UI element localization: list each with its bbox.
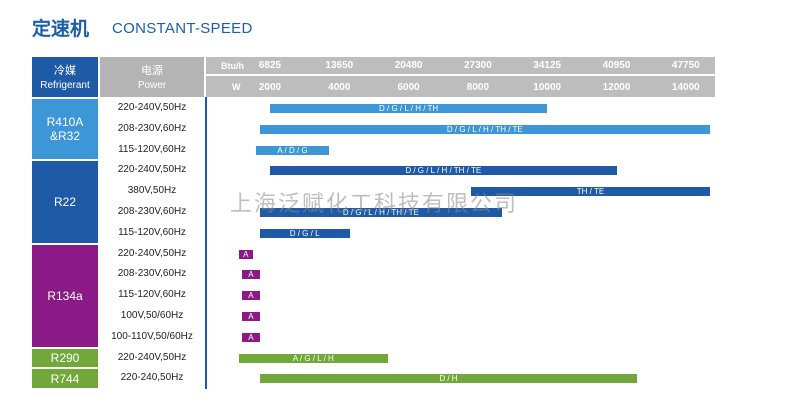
power-header-en: Power xyxy=(137,80,167,91)
power-label: 220-240V,50Hz xyxy=(117,164,187,176)
range-bar: A xyxy=(242,270,260,280)
power-label: 220-240V,50Hz xyxy=(117,102,187,113)
tick-w: 2000 xyxy=(258,82,282,93)
tick-w: 14000 xyxy=(671,82,700,93)
range-bar: D / H xyxy=(259,374,638,384)
page-subtitle: CONSTANT-SPEED xyxy=(112,20,253,37)
range-bar: A / D / G xyxy=(256,145,329,155)
power-label: 115-120V,60Hz xyxy=(118,226,186,238)
tick-btu: 47750 xyxy=(671,60,700,71)
range-bar: D / G / L / H / TH xyxy=(270,104,548,113)
range-bar: A / G / L / H xyxy=(238,353,388,363)
power-label: 208-230V,60Hz xyxy=(117,206,187,217)
range-bar: TH / TE xyxy=(470,187,711,197)
power-label: 380V,50Hz xyxy=(127,185,177,197)
page-title: 定速机 xyxy=(32,18,90,40)
range-bar: D / G / L / H / TH / TE xyxy=(259,208,503,217)
range-bar: A xyxy=(242,312,260,321)
w-unit-label: W xyxy=(232,82,241,92)
power-header: 电源 Power xyxy=(100,57,204,97)
refrigerant-cell: R134a xyxy=(32,244,98,347)
watermark: 上海泛赋化工科技有限公司 xyxy=(230,192,519,217)
refrigerant-header-en: Refrigerant xyxy=(40,80,90,91)
refrigerant-header: 冷媒 Refrigerant xyxy=(32,57,98,97)
range-bar: D / G / L / H / TH / TE xyxy=(270,166,617,176)
refrigerant-cell: R290 xyxy=(32,348,98,368)
tick-btu: 20480 xyxy=(394,60,423,71)
power-label: 100-110V,50/60Hz xyxy=(111,330,193,342)
range-bar: A xyxy=(242,332,260,342)
tick-w: 10000 xyxy=(533,82,562,93)
scale-header xyxy=(206,57,715,97)
tick-w: 6000 xyxy=(397,82,420,93)
tick-w: 4000 xyxy=(328,82,351,93)
scale-divider xyxy=(206,74,715,76)
power-header-cn: 电源 xyxy=(141,65,163,77)
axis-line xyxy=(205,97,207,389)
power-label: 208-230V,60Hz xyxy=(117,268,187,280)
tick-btu: 40950 xyxy=(602,60,631,71)
power-label: 208-230V,60Hz xyxy=(117,122,187,134)
power-label: 220-240V,50Hz xyxy=(117,247,187,259)
refrigerant-cell: R744 xyxy=(32,369,98,389)
refrigerant-header-cn: 冷媒 xyxy=(54,65,76,77)
power-label: 100V,50/60Hz xyxy=(120,310,184,321)
range-bar: D / G / L / H / TH / TE xyxy=(259,124,711,134)
refrigerant-cell: R410A &R32 xyxy=(32,99,98,160)
refrigerant-cell: R22 xyxy=(32,161,98,243)
tick-btu: 6825 xyxy=(258,60,282,71)
range-bar: A xyxy=(242,291,260,301)
power-label: 220-240V,50Hz xyxy=(117,351,187,363)
tick-btu: 27300 xyxy=(463,60,492,71)
range-bar: A xyxy=(238,249,253,259)
power-label: 115-120V,60Hz xyxy=(118,289,186,301)
tick-btu: 13650 xyxy=(325,60,354,71)
tick-w: 12000 xyxy=(602,82,631,93)
range-bar: D / G / L xyxy=(259,228,350,238)
tick-btu: 34125 xyxy=(533,60,562,71)
btu-unit-label: Btu/h xyxy=(221,61,244,71)
power-label: 220-240,50Hz xyxy=(120,372,184,384)
tick-w: 8000 xyxy=(466,82,490,93)
power-label: 115-120V,60Hz xyxy=(118,143,186,155)
